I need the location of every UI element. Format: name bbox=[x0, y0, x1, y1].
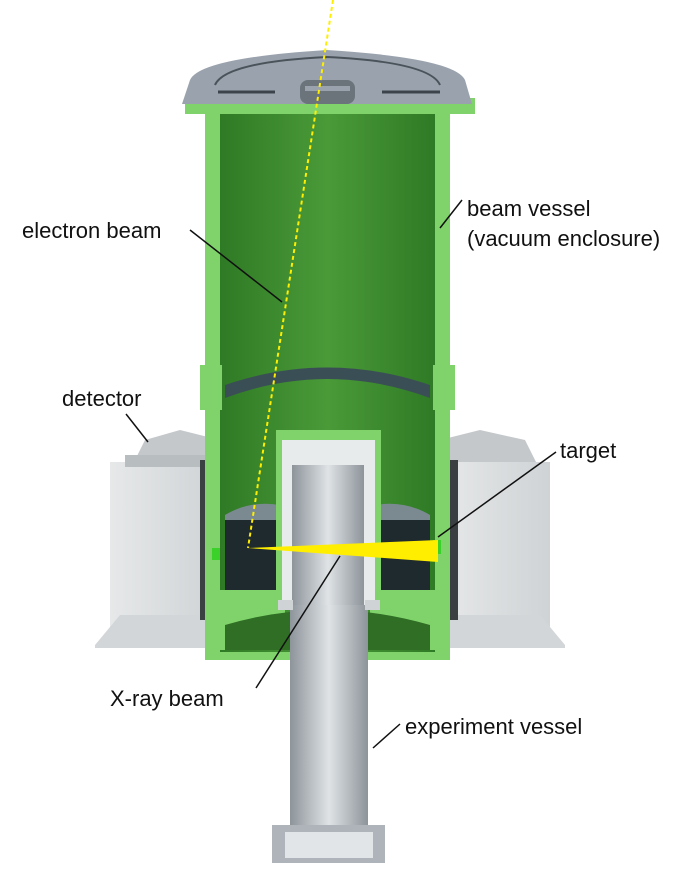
label-experiment-vessel: experiment vessel bbox=[405, 714, 583, 739]
label-target: target bbox=[560, 438, 617, 463]
vessel-lid bbox=[182, 50, 475, 114]
experiment-vessel bbox=[272, 430, 385, 863]
beam-vessel bbox=[200, 105, 455, 660]
leader-lines bbox=[125, 199, 557, 749]
label-beam-vessel: beam vessel bbox=[467, 196, 591, 221]
label-detector: detector bbox=[62, 386, 142, 411]
label-xray-beam: X-ray beam bbox=[110, 686, 224, 711]
xray-beam-path bbox=[248, 540, 438, 562]
label-electron-beam: electron beam bbox=[22, 218, 162, 243]
electron-beam-path bbox=[247, 0, 334, 549]
label-vacuum-enclosure: (vacuum enclosure) bbox=[467, 226, 661, 251]
detector-right bbox=[438, 430, 565, 648]
detector-left bbox=[95, 430, 220, 648]
